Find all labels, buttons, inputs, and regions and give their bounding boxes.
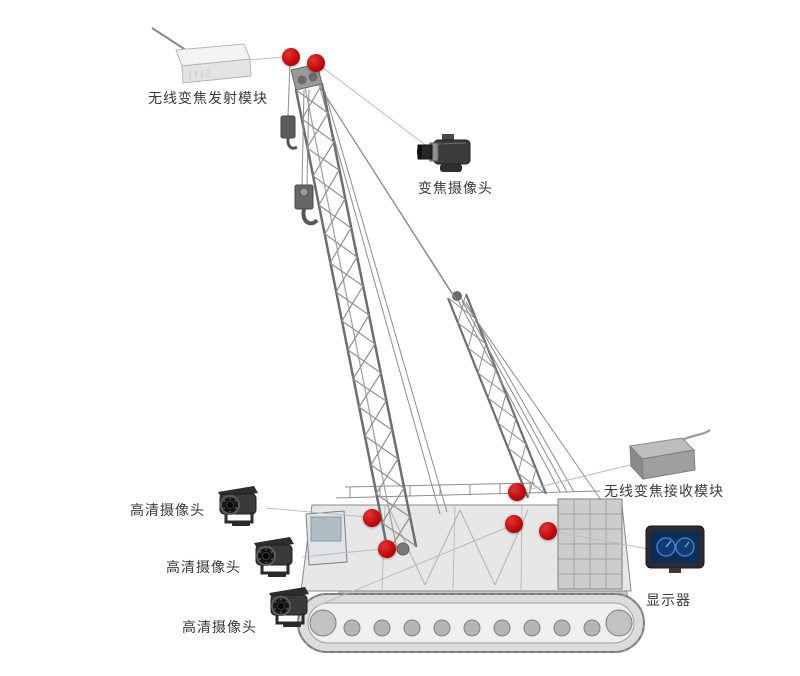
zoom-camera-device bbox=[416, 132, 476, 183]
hd-camera-icon bbox=[254, 537, 294, 577]
crane-boom bbox=[290, 63, 418, 556]
hotspot-marker-body-center bbox=[505, 515, 523, 533]
monitor-device bbox=[644, 524, 706, 581]
wireless-receiver-device bbox=[618, 426, 713, 489]
label-wireless-receiver: 无线变焦接收模块 bbox=[604, 483, 724, 499]
hd-camera-device-3 bbox=[261, 581, 319, 636]
zoom-camera-icon bbox=[417, 134, 471, 172]
wireless-transmitter-device bbox=[146, 24, 256, 91]
wireless-receiver-icon bbox=[628, 429, 711, 481]
hotspot-marker-body-left-upper bbox=[363, 509, 381, 527]
label-hd-camera-3: 高清摄像头 bbox=[182, 619, 257, 635]
crawler-tracks bbox=[297, 577, 645, 653]
crane-mast bbox=[446, 291, 548, 499]
crane-cables bbox=[317, 83, 602, 515]
hd-camera-device-1 bbox=[210, 480, 268, 535]
connector-lines bbox=[247, 56, 649, 607]
hotspot-marker-body-top bbox=[508, 483, 526, 501]
crane-hook bbox=[280, 61, 319, 226]
label-zoom-camera: 变焦摄像头 bbox=[418, 180, 493, 196]
label-hd-camera-2: 高清摄像头 bbox=[166, 559, 241, 575]
label-wireless-transmitter: 无线变焦发射模块 bbox=[148, 90, 268, 106]
hotspot-marker-boom-tip-2 bbox=[307, 54, 325, 72]
wireless-transmitter-icon bbox=[151, 27, 252, 84]
monitor-icon bbox=[645, 525, 705, 573]
label-monitor: 显示器 bbox=[646, 592, 691, 608]
hd-camera-icon bbox=[218, 486, 258, 526]
hd-camera-device-2 bbox=[246, 531, 304, 586]
hotspot-marker-body-left-lower bbox=[378, 540, 396, 558]
hd-camera-icon bbox=[269, 587, 309, 627]
hotspot-marker-body-right bbox=[539, 522, 557, 540]
hotspot-marker-boom-tip-1 bbox=[282, 48, 300, 66]
label-hd-camera-1: 高清摄像头 bbox=[130, 502, 205, 518]
